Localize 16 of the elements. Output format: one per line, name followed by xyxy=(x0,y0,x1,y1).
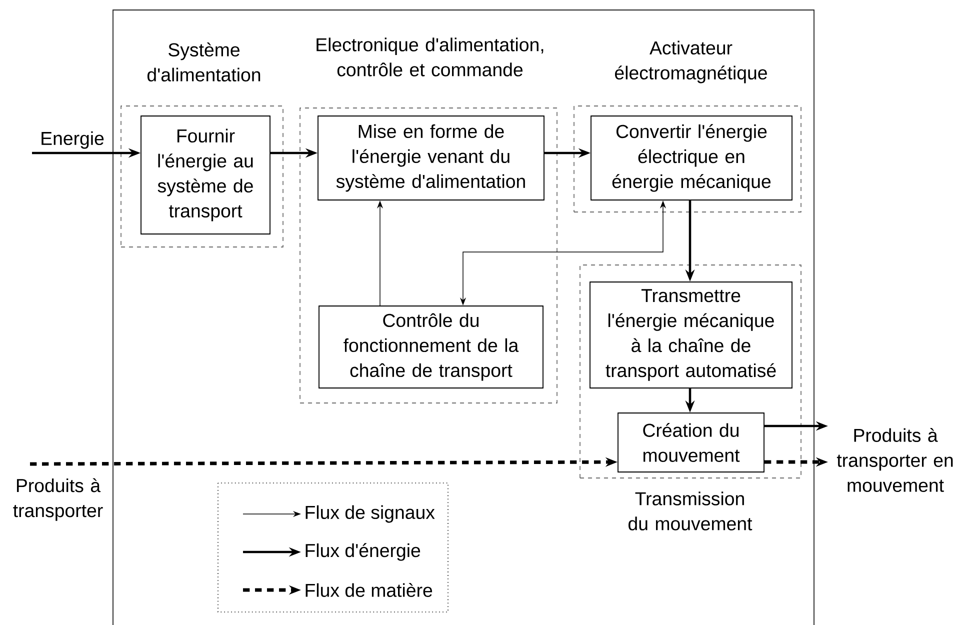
legend-text: Flux de matière xyxy=(306,583,432,597)
flow-label: Energie xyxy=(42,131,104,149)
node-label: Transmission du mouvement xyxy=(628,492,752,530)
node-label: Système d'alimentation xyxy=(147,42,260,82)
process-box: Contrôle du fonctionnement de la chaîne de transport xyxy=(318,306,544,388)
legend-text: Flux de signaux xyxy=(306,505,435,523)
process-box: Création du mouvement xyxy=(618,412,764,472)
node-label: Activateur électromagnétique xyxy=(615,40,767,84)
process-box: Convertir l'énergie électrique en énergie mécanique xyxy=(590,116,792,200)
process-box: Fournir l'énergie au système de transport xyxy=(140,116,270,234)
process-box: Transmettre l'énergie mécanique à la chaîne de transport automatisé xyxy=(590,282,792,388)
flow-label: Produits à transporter xyxy=(13,478,103,521)
process-box: Mise en forme de l'énergie venant du système d'alimentation xyxy=(318,116,544,200)
flow-label: Produits à transporter en mouvement xyxy=(836,428,953,492)
node-label: Electronique d'alimentation, contrôle et commande xyxy=(316,38,544,76)
legend-text: Flux d'énergie xyxy=(306,543,420,561)
